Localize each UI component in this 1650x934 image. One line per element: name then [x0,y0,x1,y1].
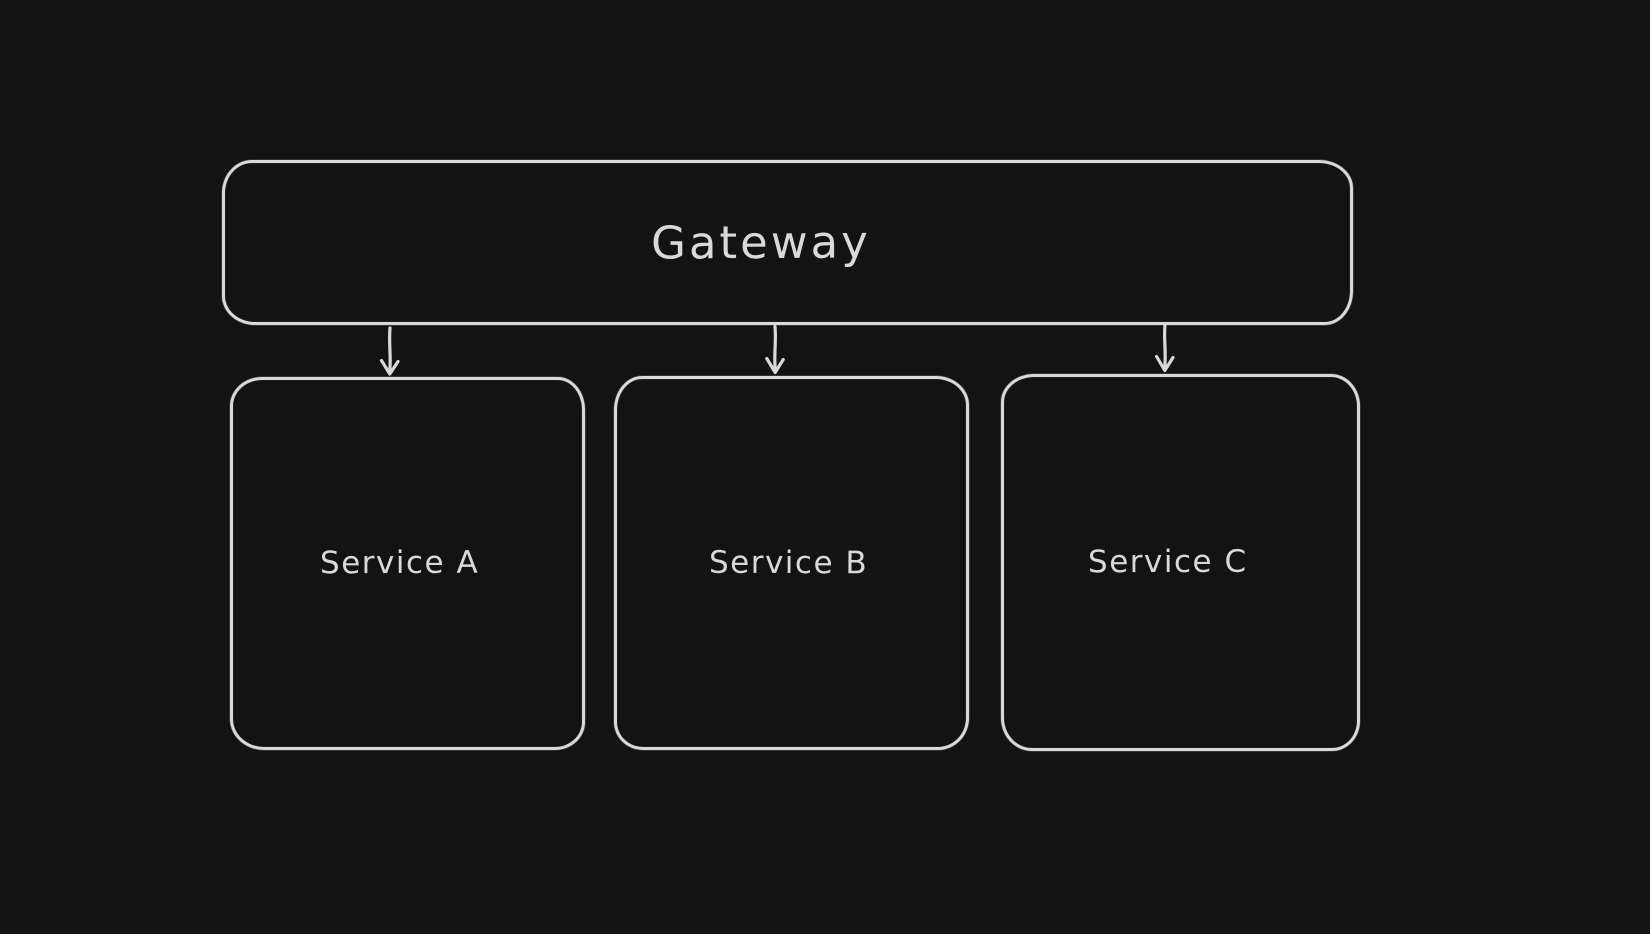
arrow-gateway-to-service-b-icon [765,324,785,375]
arrow-gateway-to-service-c-icon [1155,322,1175,373]
node-service-c-label: Service C [1087,543,1248,581]
node-service-a-label: Service A [319,544,480,582]
node-service-c: Service C [1001,374,1360,751]
node-service-b-label: Service B [708,544,869,581]
node-service-b: Service B [614,376,969,750]
arrow-gateway-to-service-a-icon [379,326,400,376]
node-gateway: Gateway [222,160,1353,325]
node-service-a: Service A [230,377,585,750]
node-gateway-label: Gateway [650,215,871,270]
